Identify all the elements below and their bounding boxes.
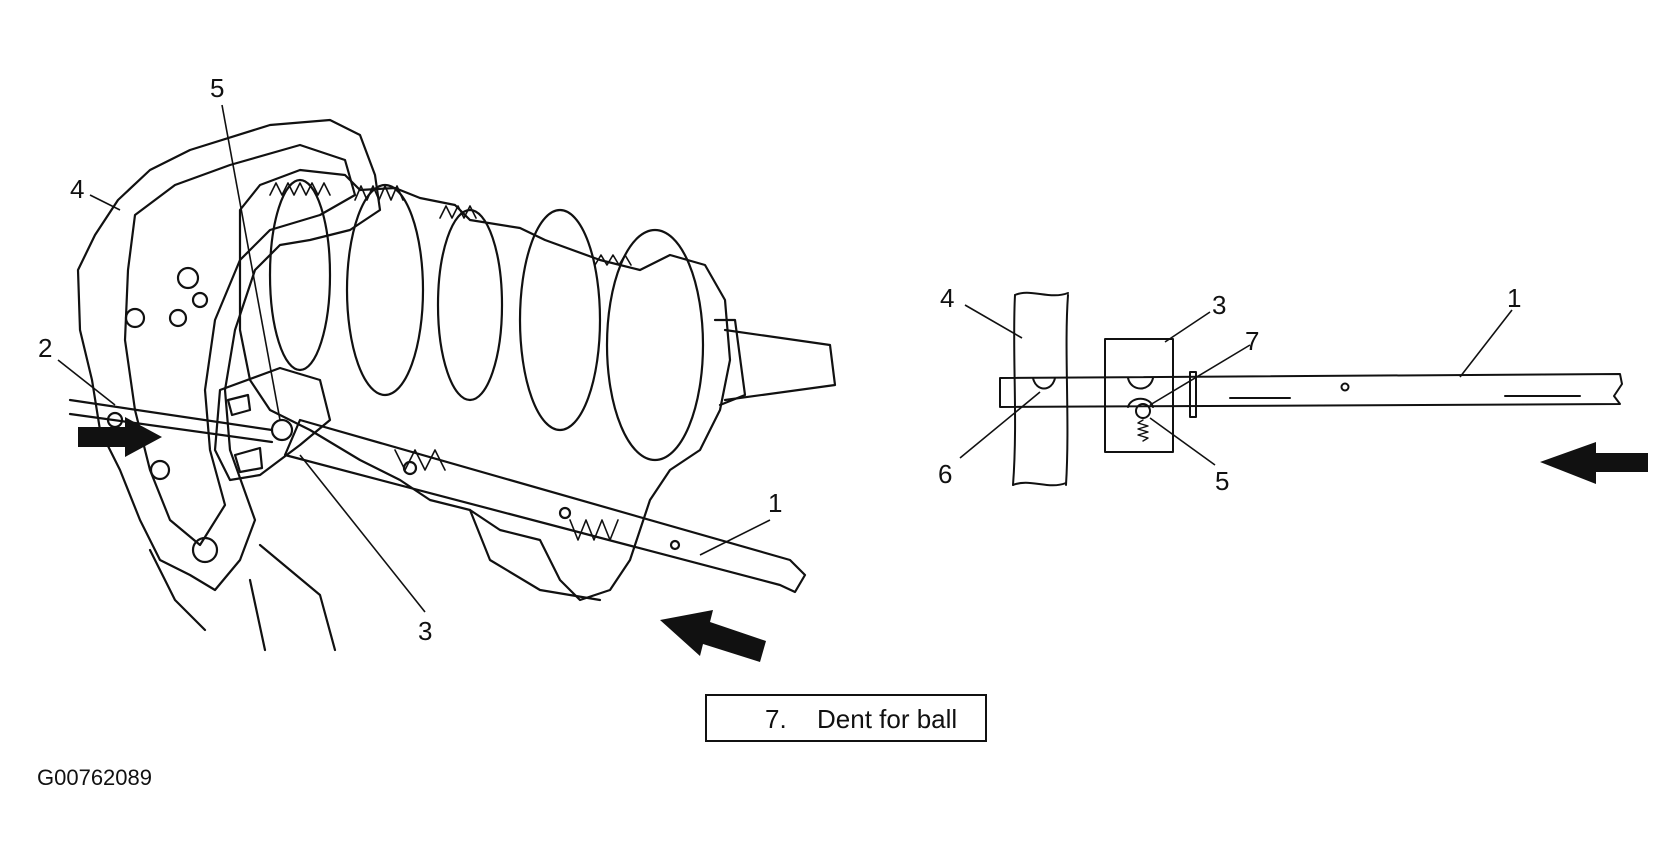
interlock-block-detail — [226, 393, 264, 474]
leader-c1 — [699, 519, 771, 556]
schematic-rod-hole — [1340, 382, 1350, 392]
left-callout-3: 3 — [418, 616, 432, 646]
case-bolt-hole — [149, 459, 171, 481]
leader-c3 — [299, 454, 426, 613]
legend-text: Dent for ball — [817, 704, 958, 734]
leader-r1 — [1459, 309, 1513, 378]
right-callout-1: 1 — [1507, 283, 1521, 313]
legend-number: 7. — [765, 704, 787, 734]
right-callout-7: 7 — [1245, 326, 1259, 356]
leader-r3 — [1164, 311, 1211, 343]
case-bolt-hole — [176, 266, 200, 290]
interlock-block — [213, 366, 332, 482]
gear-teeth-lower — [394, 449, 619, 541]
shift-rod — [283, 418, 807, 594]
left-callout-5: 5 — [210, 73, 224, 103]
left-view-illustration — [68, 118, 837, 652]
left-callout-4: 4 — [70, 174, 84, 204]
case-inner-rim — [123, 143, 357, 547]
schematic-ball — [1135, 403, 1151, 419]
schematic-rod-notch — [1032, 377, 1154, 408]
schematic-snap-ring — [1189, 371, 1197, 418]
gear-cluster-outline — [238, 168, 732, 602]
left-callout-1: 1 — [768, 488, 782, 518]
shift-rod-hole — [669, 539, 681, 551]
right-view-leaders — [959, 304, 1513, 466]
right-view-callouts: 4 3 7 1 6 5 — [938, 283, 1521, 496]
case-bolt-hole — [168, 308, 188, 328]
gear-lower-outline — [468, 508, 602, 602]
gear-face — [518, 208, 602, 432]
transmission-case-outline — [76, 118, 382, 592]
leader-r5 — [1149, 417, 1216, 466]
gear-teeth — [269, 182, 632, 266]
detent-ball — [270, 418, 294, 442]
left-callout-2: 2 — [38, 333, 52, 363]
case-bolt-hole — [191, 291, 209, 309]
case-bolt-hole — [124, 307, 146, 329]
leader-c5 — [221, 104, 281, 421]
figure-id: G00762089 — [37, 765, 152, 790]
left-view-callouts: 5 4 2 3 1 — [38, 73, 782, 646]
gear-face — [345, 183, 425, 397]
gear-face — [268, 178, 332, 372]
right-callout-4: 4 — [940, 283, 954, 313]
schematic-shift-rod — [999, 373, 1623, 408]
schematic-interlock-block — [1104, 338, 1174, 453]
schematic-case-section — [1012, 294, 1069, 486]
left-push-arrow-icon — [78, 417, 162, 457]
schematic-case-break — [1012, 291, 1069, 487]
output-shaft-collar — [713, 318, 747, 407]
gear-face — [605, 228, 705, 462]
right-callout-3: 3 — [1212, 290, 1226, 320]
leader-r6 — [959, 391, 1041, 459]
schematic-rod-groove — [1229, 395, 1581, 399]
schematic-spring — [1137, 419, 1149, 442]
right-direction-arrow-icon — [1540, 442, 1648, 484]
tool-rod — [68, 398, 274, 444]
leader-c2 — [57, 359, 116, 406]
shift-rod-hole — [402, 460, 418, 476]
shift-rod-hole — [558, 506, 572, 520]
left-view-arrows — [78, 417, 766, 662]
gear-face — [436, 208, 504, 402]
right-callout-6: 6 — [938, 459, 952, 489]
legend-box: 7. Dent for ball — [705, 694, 987, 742]
leader-r7 — [1149, 344, 1251, 406]
case-bolt-hole — [191, 536, 219, 564]
leader-c4 — [89, 194, 121, 211]
right-callout-5: 5 — [1215, 466, 1229, 496]
left-direction-arrow-icon — [660, 610, 766, 662]
case-lower-detail — [148, 543, 337, 652]
output-shaft — [723, 328, 837, 402]
right-view-illustration — [999, 291, 1623, 487]
left-view-leaders — [57, 104, 771, 613]
leader-r4 — [964, 304, 1023, 339]
